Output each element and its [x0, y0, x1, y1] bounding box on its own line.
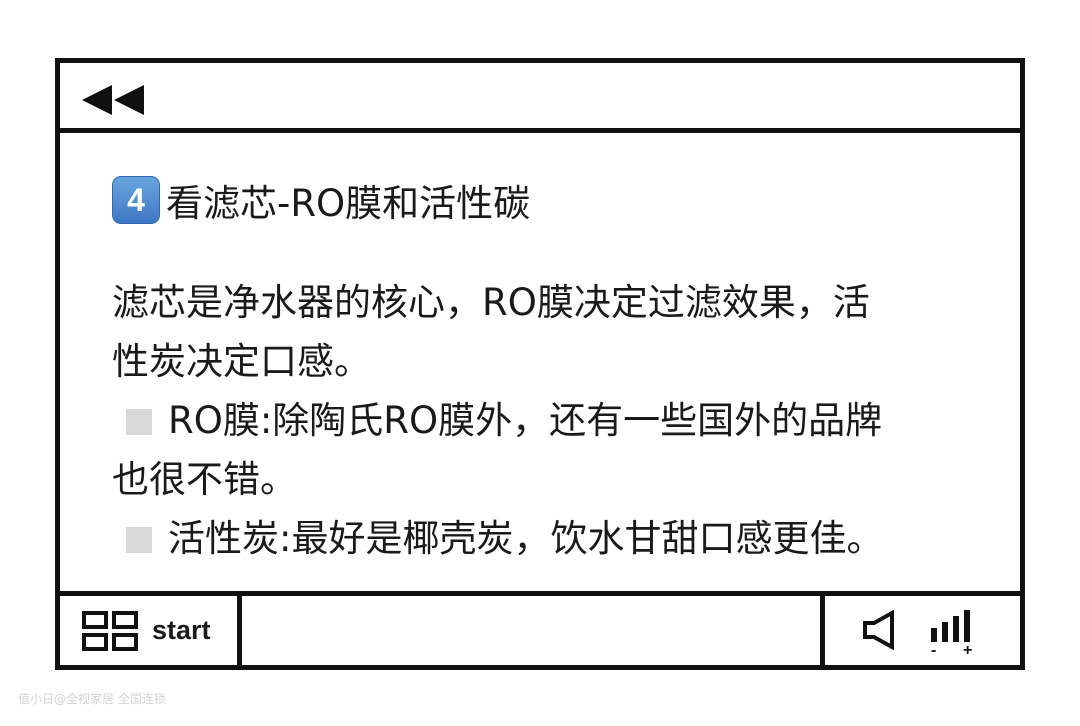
bullet-ro-continuation: 也很不错。	[112, 458, 297, 501]
bullet-ro-text: RO膜:除陶氏RO膜外，还有一些国外的品牌	[168, 399, 883, 442]
start-label: start	[152, 615, 211, 645]
system-tray: - +	[820, 596, 1020, 665]
gray-square-icon	[126, 527, 152, 553]
bullet-carbon-text: 活性炭:最好是椰壳炭，饮水甘甜口感更佳。	[168, 517, 884, 560]
speaker-icon[interactable]	[861, 610, 899, 650]
app-window: 4 看滤芯-RO膜和活性碳 滤芯是净水器的核心，RO膜决定过滤效果，活 性炭决定…	[55, 58, 1025, 670]
bullet-item-carbon: 活性炭:最好是椰壳炭，饮水甘甜口感更佳。	[112, 509, 992, 568]
body-text: 滤芯是净水器的核心，RO膜决定过滤效果，活 性炭决定口感。 RO膜:除陶氏RO膜…	[112, 273, 992, 568]
signal-plus-label: +	[963, 642, 972, 656]
paragraph-line-1: 滤芯是净水器的核心，RO膜决定过滤效果，活	[112, 281, 870, 324]
content-area: 4 看滤芯-RO膜和活性碳 滤芯是净水器的核心，RO膜决定过滤效果，活 性炭决定…	[60, 133, 1020, 596]
grid-icon	[82, 610, 138, 651]
signal-bars-icon[interactable]: - +	[929, 608, 985, 656]
taskbar-empty-area	[242, 596, 822, 665]
gray-square-icon	[126, 409, 152, 435]
bullet-item-ro: RO膜:除陶氏RO膜外，还有一些国外的品牌	[112, 391, 992, 450]
section-heading: 4 看滤芯-RO膜和活性碳	[112, 173, 530, 227]
start-button[interactable]: start	[60, 596, 242, 665]
paragraph-line-2: 性炭决定口感。	[112, 340, 371, 383]
rewind-icon[interactable]	[82, 83, 152, 117]
taskbar: start - +	[60, 591, 1020, 665]
watermark: 值小日@全视家居 全国连锁	[18, 692, 166, 706]
signal-minus-label: -	[931, 642, 936, 656]
title-bar	[60, 63, 1020, 133]
heading-text: 看滤芯-RO膜和活性碳	[166, 182, 531, 225]
number-badge: 4	[112, 176, 160, 224]
